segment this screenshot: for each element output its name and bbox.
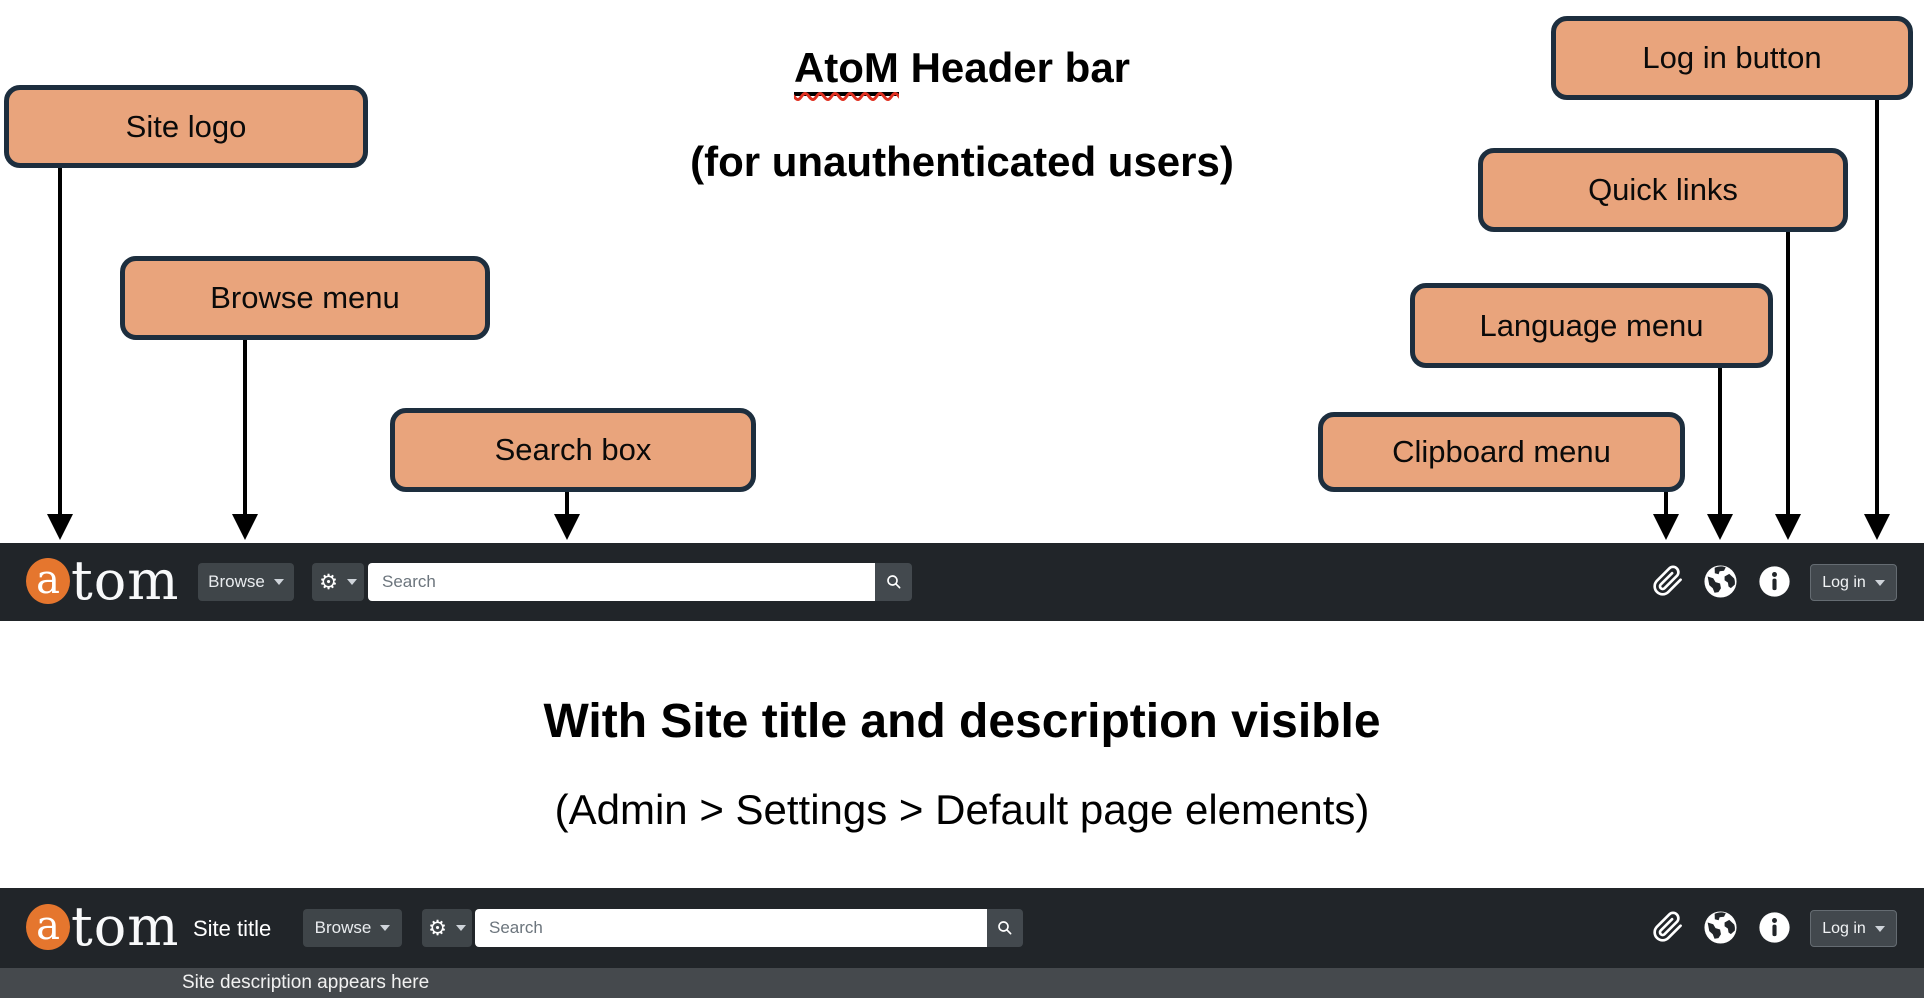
paperclip-icon [1653,911,1682,942]
chevron-down-icon [380,925,391,931]
diagram-title-rest: Header bar [898,44,1131,91]
site-description-bar: Site description appears here [0,968,1924,998]
diagram-subtitle: (for unauthenticated users) [690,138,1234,185]
quick-links-button[interactable] [1758,911,1791,944]
callout-label: Log in button [1642,40,1822,75]
search-options-button[interactable]: ⚙ [422,909,472,947]
login-button[interactable]: Log in [1810,564,1897,601]
callout-label: Search box [494,432,652,467]
browse-menu-button[interactable]: Browse [198,563,294,601]
section2-title: With Site title and description visible [543,695,1381,748]
callout-search-box: Search box [390,408,756,492]
callout-site-logo: Site logo [4,85,368,168]
gear-icon: ⚙ [428,916,447,940]
search-submit-button[interactable] [987,909,1023,947]
diagram-title: AtoM Header bar [0,44,1924,96]
callout-label: Quick links [1588,172,1738,207]
chevron-down-icon [1874,579,1885,586]
login-button[interactable]: Log in [1810,910,1897,947]
paperclip-icon [1653,565,1682,596]
info-icon [1759,566,1790,597]
chevron-down-icon [346,579,357,585]
site-logo-text: tom [71,549,180,613]
chevron-down-icon [273,579,284,585]
search-input[interactable] [475,909,987,947]
callout-label: Language menu [1479,307,1704,343]
clipboard-menu-button[interactable] [1652,911,1684,943]
callout-browse-menu: Browse menu [120,256,490,340]
browse-menu-label: Browse [314,918,372,937]
header-bar-with-title: a tom Site title Browse ⚙ [0,888,1924,968]
chevron-down-icon [1874,925,1885,932]
search-submit-button[interactable] [875,563,912,601]
callout-clipboard-menu: Clipboard menu [1318,412,1685,492]
site-description: Site description appears here [182,972,430,993]
callout-quick-links: Quick links [1478,148,1848,232]
site-title[interactable]: Site title [193,916,272,941]
callout-label: Browse menu [210,280,400,315]
login-label: Log in [1822,573,1866,591]
search-icon [998,921,1012,935]
callout-log-in-button: Log in button [1551,16,1913,100]
chevron-down-icon [455,925,466,931]
callout-language-menu: Language menu [1410,283,1773,368]
info-icon [1759,912,1790,943]
search-icon [886,575,900,589]
language-menu-button[interactable] [1703,564,1738,599]
header-bar-unauthenticated: a tom Browse ⚙ Log [0,543,1924,621]
globe-icon [1704,911,1737,944]
search-input[interactable] [368,563,875,601]
browse-menu-button[interactable]: Browse [303,909,402,947]
globe-icon [1704,565,1737,598]
callout-label: Site logo [125,108,247,144]
login-label: Log in [1822,919,1866,937]
site-logo-text: tom [71,895,180,959]
site-logo-a-icon: a [26,558,70,604]
site-logo[interactable]: a tom [26,895,180,959]
clipboard-menu-button[interactable] [1652,565,1684,597]
search-options-button[interactable]: ⚙ [312,563,364,601]
language-menu-button[interactable] [1703,910,1738,945]
quick-links-button[interactable] [1758,565,1791,598]
section2-subtitle: (Admin > Settings > Default page element… [554,786,1370,833]
diagram-title-atom-word: AtoM [793,44,899,96]
site-logo-a-icon: a [26,904,70,950]
site-logo[interactable]: a tom [26,549,180,613]
browse-menu-label: Browse [208,572,265,591]
callout-label: Clipboard menu [1392,434,1611,469]
gear-icon: ⚙ [319,570,338,594]
